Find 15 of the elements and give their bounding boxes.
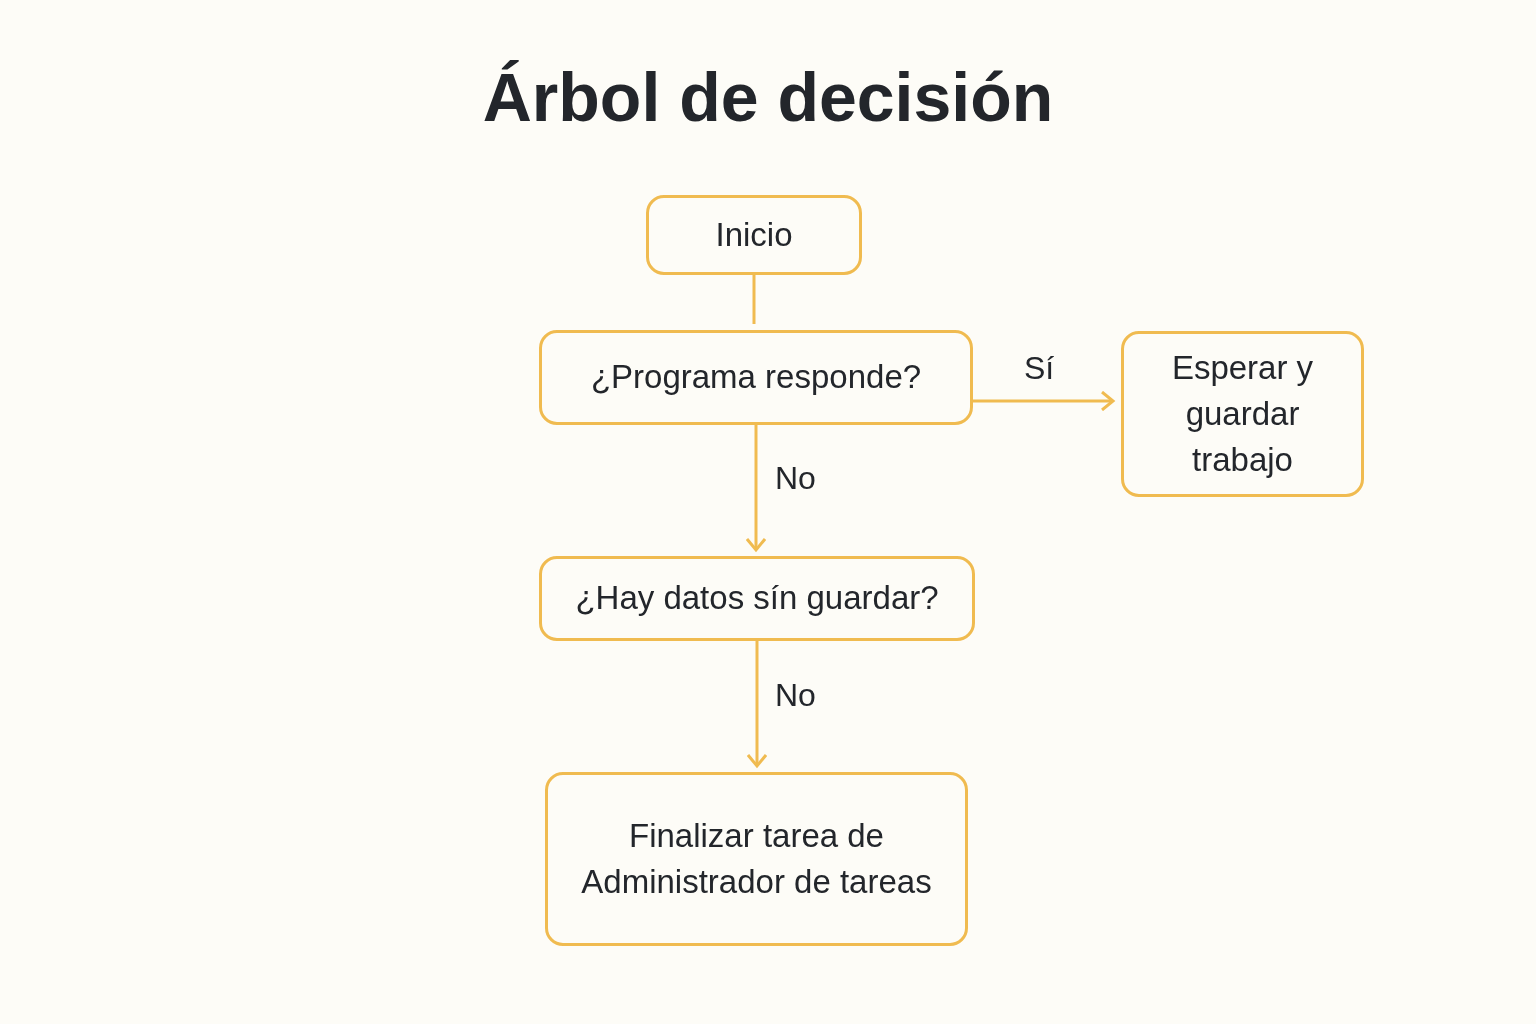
- connector-line: [752, 275, 756, 324]
- node-text: Finalizar tarea de Administrador de tareas: [580, 815, 933, 902]
- node-text: Inicio: [715, 214, 793, 255]
- process-box: [1121, 331, 1364, 497]
- arrow: [745, 425, 767, 552]
- process-box: [545, 772, 968, 946]
- node-text: ¿Hay datos sín guardar?: [575, 578, 939, 619]
- process-box: [539, 330, 973, 425]
- arrow: [973, 390, 1115, 412]
- title: Árbol de decisión: [482, 58, 1054, 136]
- node-text: Esperar y guardar trabajo: [1170, 347, 1315, 481]
- process-box: [539, 556, 975, 641]
- process-box: [646, 195, 862, 275]
- node-text: ¿Programa responde?: [590, 357, 922, 398]
- arrow: [746, 641, 768, 768]
